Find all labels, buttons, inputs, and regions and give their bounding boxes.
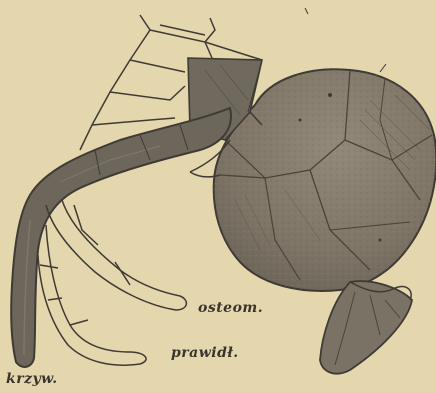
label-prawidl: prawidł. — [171, 345, 239, 361]
label-krzyw: krzyw. — [6, 371, 58, 387]
label-osteom: osteom. — [198, 300, 263, 316]
curved-bone-shaft — [11, 108, 231, 367]
distal-bone-fragment — [320, 281, 412, 374]
